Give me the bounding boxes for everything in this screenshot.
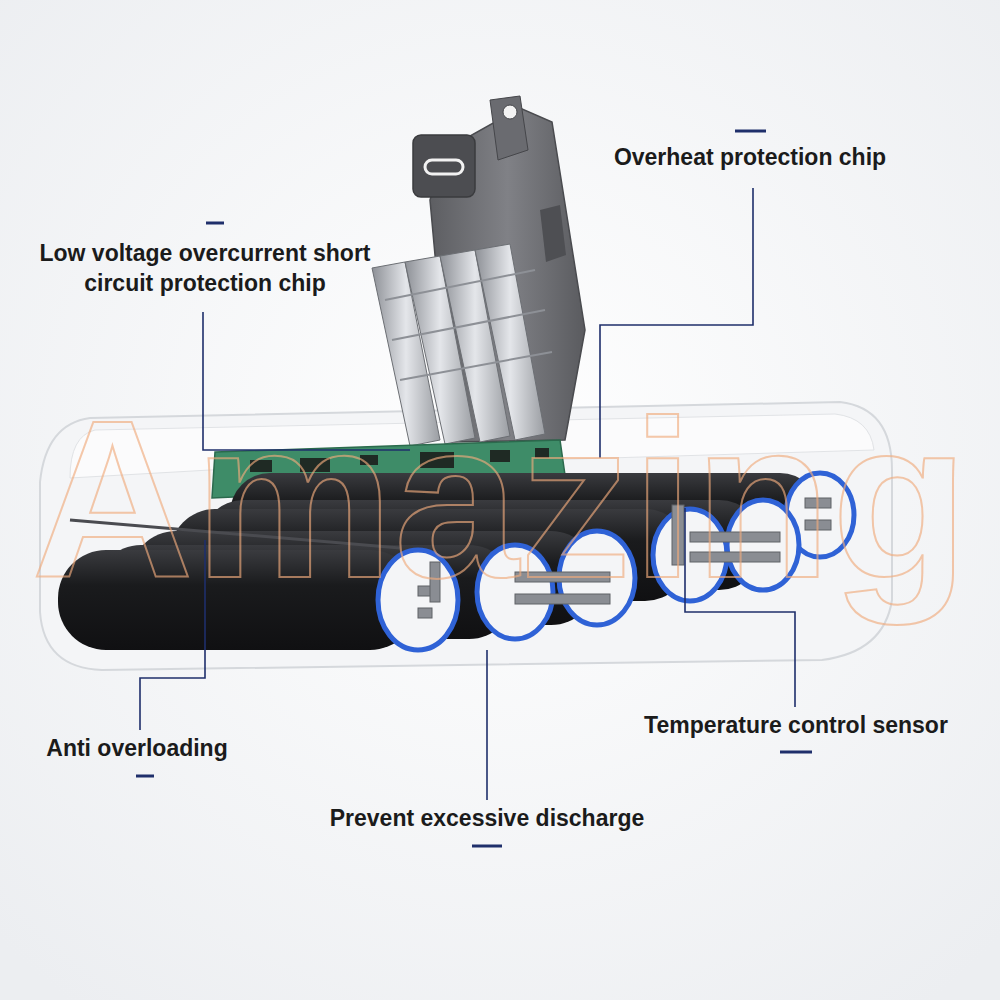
- mount-hole: [503, 105, 517, 119]
- watermark: Amazing: [10, 370, 990, 629]
- callout-label: Overheat protection chip: [560, 142, 940, 172]
- callout-label: Temperature control sensor: [600, 710, 992, 740]
- mount-tab: [490, 96, 528, 160]
- latch: [540, 205, 566, 262]
- plug-socket: [413, 135, 475, 197]
- callout-label: Anti overloading: [22, 733, 252, 763]
- plug-slot: [425, 160, 463, 174]
- callout-label: Prevent excessive discharge: [290, 803, 684, 833]
- callout-label: Low voltage overcurrent short circuit pr…: [5, 238, 405, 298]
